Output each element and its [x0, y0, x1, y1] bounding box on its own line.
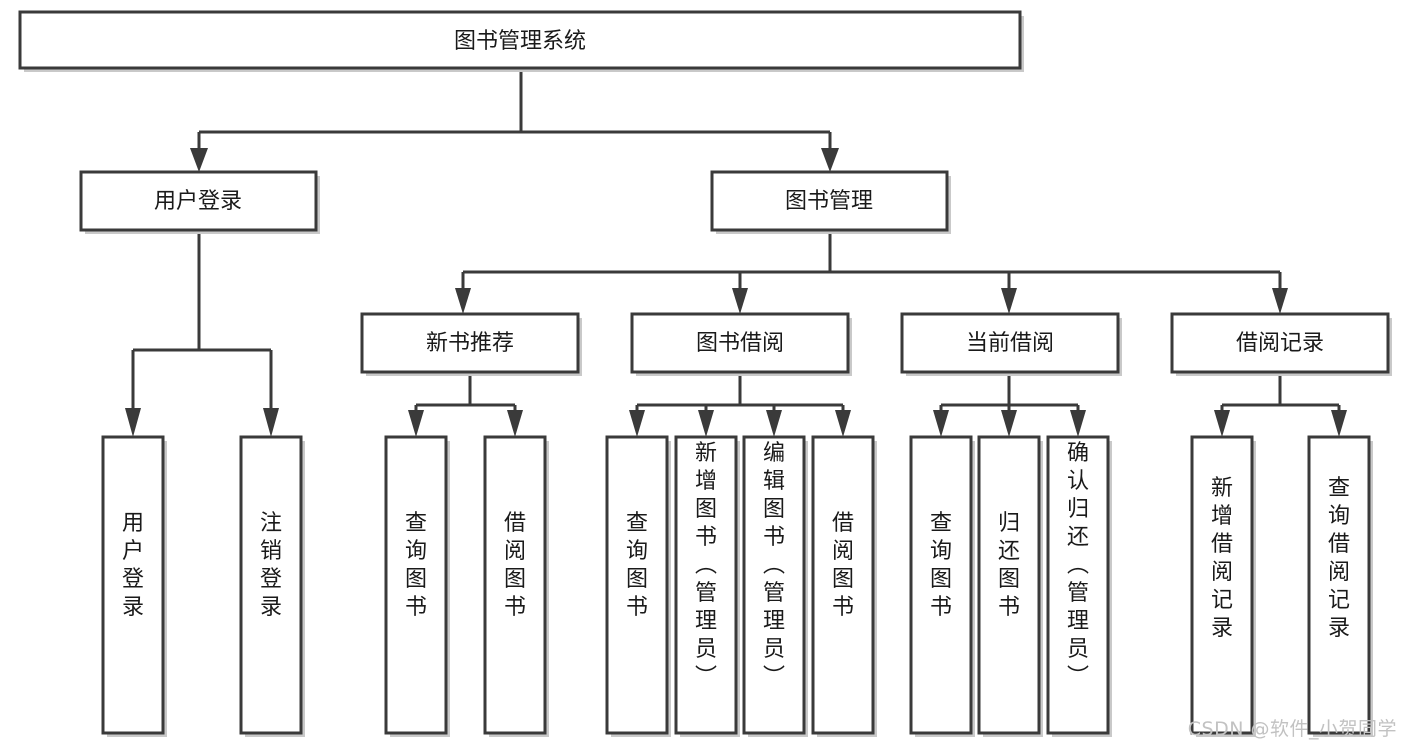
node-leaf-query-book-1-label: 查询图书 — [405, 511, 427, 620]
node-book-manage-label: 图书管理 — [785, 189, 873, 214]
arrow-leaf-query-book-2 — [629, 410, 645, 437]
node-leaf-query-book-1-box — [384, 435, 448, 735]
node-leaf-borrow-book-2-label: 借阅图书 — [832, 511, 854, 620]
node-leaf-borrow-book-2-box — [811, 435, 875, 735]
node-current-borrow-box — [900, 312, 1120, 374]
node-new-book-rec[interactable]: 新书推荐 — [360, 312, 582, 376]
node-leaf-borrow-book-2[interactable]: 借阅图书 — [811, 435, 877, 737]
node-leaf-return-book-box — [977, 435, 1041, 735]
node-leaf-add-book-label: 新增图书︵管理员︶ — [695, 441, 717, 690]
arrow-book-manage — [821, 148, 839, 172]
arrow-leaf-logout — [263, 408, 279, 437]
node-leaf-logout[interactable]: 注销登录 — [239, 435, 305, 737]
arrow-leaf-edit-book — [766, 410, 782, 437]
node-leaf-query-record[interactable]: 查询借阅记录 — [1307, 435, 1373, 737]
node-leaf-query-book-1[interactable]: 查询图书 — [384, 435, 450, 737]
node-leaf-query-book-2[interactable]: 查询图书 — [605, 435, 671, 737]
connector-group-user-login-to-leaves — [125, 232, 279, 437]
arrow-leaf-confirm-return — [1070, 410, 1086, 437]
connector-group-root-to-level2 — [190, 69, 839, 172]
node-leaf-logout-label: 注销登录 — [260, 511, 282, 620]
node-leaf-query-book-3-label: 查询图书 — [930, 511, 952, 620]
connector-group-new-book-rec-to-leaves — [408, 375, 523, 437]
arrow-leaf-query-record — [1331, 410, 1347, 437]
arrow-current-borrow — [1001, 288, 1017, 314]
node-leaf-edit-book-box — [742, 435, 806, 735]
node-borrow-record-box — [1170, 312, 1390, 374]
node-leaf-confirm-return[interactable]: 确认归还︵管理员︶ — [1046, 435, 1112, 737]
node-book-borrow-box — [630, 312, 850, 374]
node-leaf-query-record-box — [1307, 435, 1371, 735]
node-leaf-add-record-label: 新增借阅记录 — [1211, 476, 1233, 641]
node-leaf-borrow-book-1-label: 借阅图书 — [504, 511, 526, 620]
connector-group-current-borrow-to-leaves — [933, 375, 1086, 437]
node-leaf-add-book[interactable]: 新增图书︵管理员︶ — [674, 435, 740, 737]
node-leaf-confirm-return-box — [1046, 435, 1110, 735]
node-leaf-return-book-label: 归还图书 — [998, 511, 1020, 620]
node-leaf-user-login-label: 用户登录 — [122, 511, 144, 620]
arrow-leaf-query-book-3 — [933, 410, 949, 437]
node-leaf-user-login-box — [101, 435, 165, 735]
node-book-manage[interactable]: 图书管理 — [710, 170, 951, 234]
connector-group-book-borrow-to-leaves — [629, 375, 851, 437]
node-leaf-query-book-2-label: 查询图书 — [626, 511, 648, 620]
connector-group-book-manage-to-level3 — [455, 232, 1288, 314]
arrow-leaf-add-record — [1214, 410, 1230, 437]
node-leaf-return-book[interactable]: 归还图书 — [977, 435, 1043, 737]
arrow-leaf-borrow-book-2 — [835, 410, 851, 437]
node-book-borrow[interactable]: 图书借阅 — [630, 312, 852, 376]
arrow-leaf-query-book-1 — [408, 410, 424, 437]
node-root[interactable]: 图书管理系统 — [18, 10, 1024, 72]
node-leaf-add-book-box — [674, 435, 738, 735]
node-root-label: 图书管理系统 — [454, 29, 586, 54]
node-book-borrow-label: 图书借阅 — [696, 331, 784, 356]
node-leaf-edit-book[interactable]: 编辑图书︵管理员︶ — [742, 435, 808, 737]
node-user-login-label: 用户登录 — [154, 189, 242, 214]
node-borrow-record-label: 借阅记录 — [1236, 331, 1324, 356]
node-leaf-query-book-3-box — [909, 435, 973, 735]
node-leaf-confirm-return-label: 确认归还︵管理员︶ — [1067, 441, 1089, 690]
node-borrow-record[interactable]: 借阅记录 — [1170, 312, 1392, 376]
node-user-login[interactable]: 用户登录 — [79, 170, 320, 234]
node-leaf-user-login[interactable]: 用户登录 — [101, 435, 167, 737]
arrow-leaf-add-book — [698, 410, 714, 437]
node-leaf-borrow-book-1-box — [483, 435, 547, 735]
node-leaf-logout-box — [239, 435, 303, 735]
arrow-leaf-user-login — [125, 408, 141, 437]
node-leaf-query-book-3[interactable]: 查询图书 — [909, 435, 975, 737]
arrow-user-login — [190, 148, 208, 172]
node-leaf-query-record-label: 查询借阅记录 — [1328, 476, 1350, 641]
arrow-leaf-return-book — [1001, 410, 1017, 437]
node-book-manage-box — [710, 170, 949, 232]
connector-group-borrow-record-to-leaves — [1214, 375, 1347, 437]
node-root-box — [18, 10, 1022, 70]
node-new-book-rec-label: 新书推荐 — [426, 331, 514, 356]
node-user-login-box — [79, 170, 318, 232]
node-leaf-add-record[interactable]: 新增借阅记录 — [1190, 435, 1256, 737]
node-new-book-rec-box — [360, 312, 580, 374]
node-leaf-query-book-2-box — [605, 435, 669, 735]
arrow-new-book-rec — [455, 288, 471, 314]
node-leaf-borrow-book-1[interactable]: 借阅图书 — [483, 435, 549, 737]
node-current-borrow[interactable]: 当前借阅 — [900, 312, 1122, 376]
node-leaf-add-record-box — [1190, 435, 1254, 735]
arrow-borrow-record — [1272, 288, 1288, 314]
node-current-borrow-label: 当前借阅 — [966, 331, 1054, 356]
node-leaf-edit-book-label: 编辑图书︵管理员︶ — [763, 441, 785, 690]
arrow-leaf-borrow-book-1 — [507, 410, 523, 437]
arrow-book-borrow — [732, 288, 748, 314]
